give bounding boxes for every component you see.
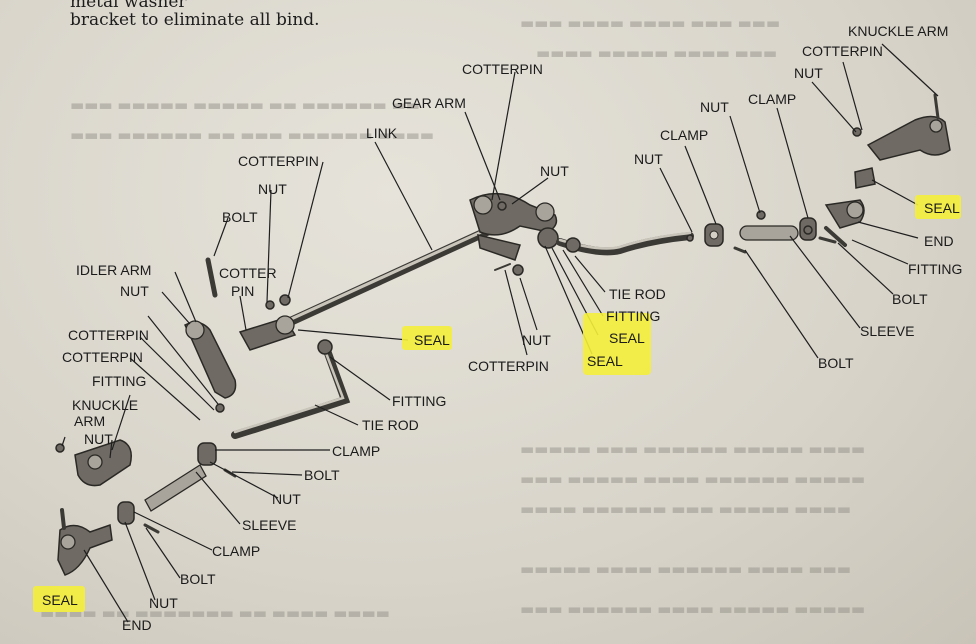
- right-tie-rod: [556, 231, 694, 256]
- label-knuckle-left: KNUCKLE: [72, 397, 138, 413]
- bleed-through-text: ▬▬▬▬ ▬▬▬▬▬ ▬▬▬▬ ▬▬▬: [536, 44, 778, 62]
- bleed-through-text: ▬▬▬▬▬ ▬▬▬▬ ▬▬▬▬▬▬ ▬▬▬▬ ▬▬▬: [520, 560, 851, 578]
- label-nut-left-4: NUT: [272, 491, 301, 507]
- label-cotter: COTTER: [219, 265, 277, 281]
- label-sleeve-right: SLEEVE: [860, 323, 914, 339]
- bleed-through-text: ▬▬▬▬ ▬▬▬▬▬▬ ▬▬▬ ▬▬▬▬▬ ▬▬▬▬: [520, 500, 851, 518]
- label-cotterpin-left-3: COTTERPIN: [62, 349, 143, 365]
- left-knuckle-arm: [74, 439, 132, 487]
- label-fitting-center: FITTING: [606, 308, 660, 324]
- label-seal-center-1: SEAL: [609, 330, 645, 346]
- seal-highlights: [33, 195, 961, 612]
- label-nut-left-3: NUT: [84, 431, 113, 447]
- label-seal-center-2: SEAL: [587, 353, 623, 369]
- label-nut-top: NUT: [540, 163, 569, 179]
- label-cotterpin-right: COTTERPIN: [802, 43, 883, 59]
- label-fitting-right: FITTING: [908, 261, 962, 277]
- highlight-seal-mid: [402, 326, 452, 350]
- label-clamp-left-2: CLAMP: [212, 543, 260, 559]
- label-clamp-left: CLAMP: [332, 443, 380, 459]
- left-sleeve: [144, 464, 207, 512]
- idler-arm: [184, 257, 297, 399]
- label-nut-right-2: NUT: [700, 99, 729, 115]
- label-tie-rod-center: TIE ROD: [609, 286, 666, 302]
- label-sleeve-left: SLEEVE: [242, 517, 296, 533]
- label-knuckle-arm-right: KNUCKLE ARM: [848, 23, 948, 39]
- gear-arm: [469, 192, 559, 261]
- left-tie-rod: [231, 339, 351, 439]
- bleed-through-text: ▬▬▬▬▬ ▬▬▬ ▬▬▬▬▬▬ ▬▬▬▬▬ ▬▬▬▬: [520, 440, 866, 458]
- bleed-through-text: ▬▬▬ ▬▬▬▬▬ ▬▬▬▬▬ ▬▬ ▬▬▬▬▬▬ ▬▬: [70, 96, 420, 114]
- label-cotterpin-left: COTTERPIN: [238, 153, 319, 169]
- bleed-through-text: ▬▬▬ ▬▬▬▬ ▬▬▬▬ ▬▬▬ ▬▬▬: [520, 14, 781, 32]
- bleed-through-text: ▬▬▬ ▬▬▬▬▬▬ ▬▬ ▬▬▬ ▬▬▬▬▬▬ ▬▬▬▬: [70, 126, 434, 144]
- label-seal-right: SEAL: [924, 200, 960, 216]
- label-clamp-right-2: CLAMP: [660, 127, 708, 143]
- label-bolt-right: BOLT: [892, 291, 928, 307]
- label-pin: PIN: [231, 283, 254, 299]
- label-bolt-right-2: BOLT: [818, 355, 854, 371]
- label-nut-left-5: NUT: [149, 595, 178, 611]
- label-nut-center: NUT: [522, 332, 551, 348]
- label-cotterpin-center: COTTERPIN: [468, 358, 549, 374]
- label-fitting-left: FITTING: [92, 373, 146, 389]
- center-small-parts: [265, 201, 524, 310]
- highlight-seal-center: [583, 313, 651, 375]
- right-sleeve: [739, 225, 799, 241]
- label-bolt-left-2: BOLT: [304, 467, 340, 483]
- label-link: LINK: [366, 125, 398, 141]
- label-clamp-right: CLAMP: [748, 91, 796, 107]
- left-clamp-2: [117, 501, 135, 525]
- right-knuckle-arm: [866, 93, 951, 161]
- label-nut-right: NUT: [794, 65, 823, 81]
- label-arm-left: ARM: [74, 413, 105, 429]
- leader-lines: [61, 43, 939, 623]
- label-fitting-mid: FITTING: [392, 393, 446, 409]
- label-nut-left-2: NUT: [120, 283, 149, 299]
- label-end-left: END: [122, 617, 152, 633]
- label-cotterpin-top: COTTERPIN: [462, 61, 543, 77]
- part-labels: KNUCKLE ARM COTTERPIN NUT CLAMP NUT CLAM…: [42, 23, 962, 633]
- label-bolt-left: BOLT: [222, 209, 258, 225]
- label-seal-left: SEAL: [42, 592, 78, 608]
- label-nut-right-3: NUT: [634, 151, 663, 167]
- bleed-through-text: ▬▬▬ ▬▬▬▬▬ ▬▬▬▬ ▬▬▬▬▬▬ ▬▬▬▬▬: [520, 470, 866, 488]
- label-end-right: END: [924, 233, 954, 249]
- header-line-1: metal washer: [70, 0, 187, 12]
- label-tie-rod-left: TIE ROD: [362, 417, 419, 433]
- label-cotterpin-left-2: COTTERPIN: [68, 327, 149, 343]
- bleed-through-text: ▬▬▬▬ ▬▬ ▬▬▬▬▬▬▬ ▬▬ ▬▬▬▬ ▬▬▬▬: [40, 604, 390, 622]
- label-bolt-left-3: BOLT: [180, 571, 216, 587]
- left-tie-rod-end: [57, 508, 113, 576]
- highlight-seal-left: [33, 586, 85, 612]
- header-line-2: bracket to eliminate all bind.: [70, 10, 320, 30]
- right-clamp-1: [704, 223, 724, 247]
- label-seal-mid: SEAL: [414, 332, 450, 348]
- label-idler-arm: IDLER ARM: [76, 262, 151, 278]
- right-seal: [854, 167, 876, 189]
- left-clamp-1: [197, 442, 217, 466]
- highlight-seal-right: [915, 195, 961, 219]
- bleed-through-text: ▬▬▬ ▬▬▬▬▬▬ ▬▬▬▬ ▬▬▬▬▬ ▬▬▬▬▬: [520, 600, 866, 618]
- label-gear-arm: GEAR ARM: [392, 95, 466, 111]
- right-nuts: [686, 127, 862, 254]
- label-nut-left-1: NUT: [258, 181, 287, 197]
